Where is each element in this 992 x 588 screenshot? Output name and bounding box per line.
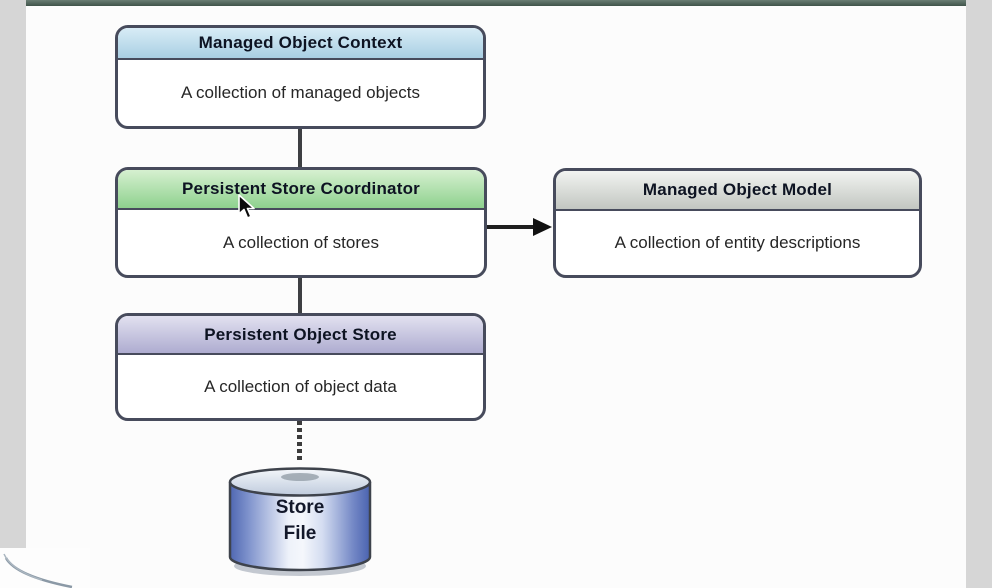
node-header: Persistent Object Store (118, 316, 483, 355)
node-body: A collection of object data (118, 355, 483, 418)
node-description: A collection of object data (204, 377, 397, 396)
node-header: Persistent Store Coordinator (118, 170, 484, 210)
connector-coordinator-to-store (298, 275, 302, 315)
node-managed-object-model: Managed Object Model A collection of ent… (553, 168, 922, 278)
store-file-label-line1: Store (275, 497, 325, 518)
node-title: Managed Object Model (642, 180, 833, 199)
store-file-cylinder: Store File (226, 459, 374, 581)
node-header: Managed Object Context (118, 28, 483, 60)
store-file-label-line2: File (283, 523, 317, 544)
node-header: Managed Object Model (556, 171, 919, 211)
mouse-cursor-icon (238, 194, 255, 219)
node-description: A collection of managed objects (180, 83, 421, 102)
node-title: Persistent Store Coordinator (182, 179, 420, 198)
top-border-bar (26, 0, 966, 6)
arrow-right-icon (533, 218, 552, 236)
node-managed-object-context: Managed Object Context A collection of m… (115, 25, 486, 129)
store-file-label: Store File (226, 495, 374, 547)
node-persistent-object-store: Persistent Object Store A collection of … (115, 313, 486, 421)
node-persistent-store-coordinator: Persistent Store Coordinator A collectio… (115, 167, 487, 278)
page-curl-icon (3, 553, 73, 588)
node-description: A collection of stores (223, 232, 379, 252)
node-description: A collection of entity descriptions (614, 233, 861, 252)
node-body: A collection of managed objects (118, 60, 483, 126)
node-title: Managed Object Context (198, 33, 403, 52)
node-title: Persistent Object Store (204, 324, 397, 344)
node-body: A collection of entity descriptions (556, 211, 919, 275)
connector-store-to-file-dotted (297, 421, 302, 463)
database-cylinder-icon (228, 467, 372, 576)
node-body: A collection of stores (118, 210, 484, 275)
connector-context-to-coordinator (298, 127, 302, 169)
connector-coordinator-to-model-line (486, 225, 538, 229)
